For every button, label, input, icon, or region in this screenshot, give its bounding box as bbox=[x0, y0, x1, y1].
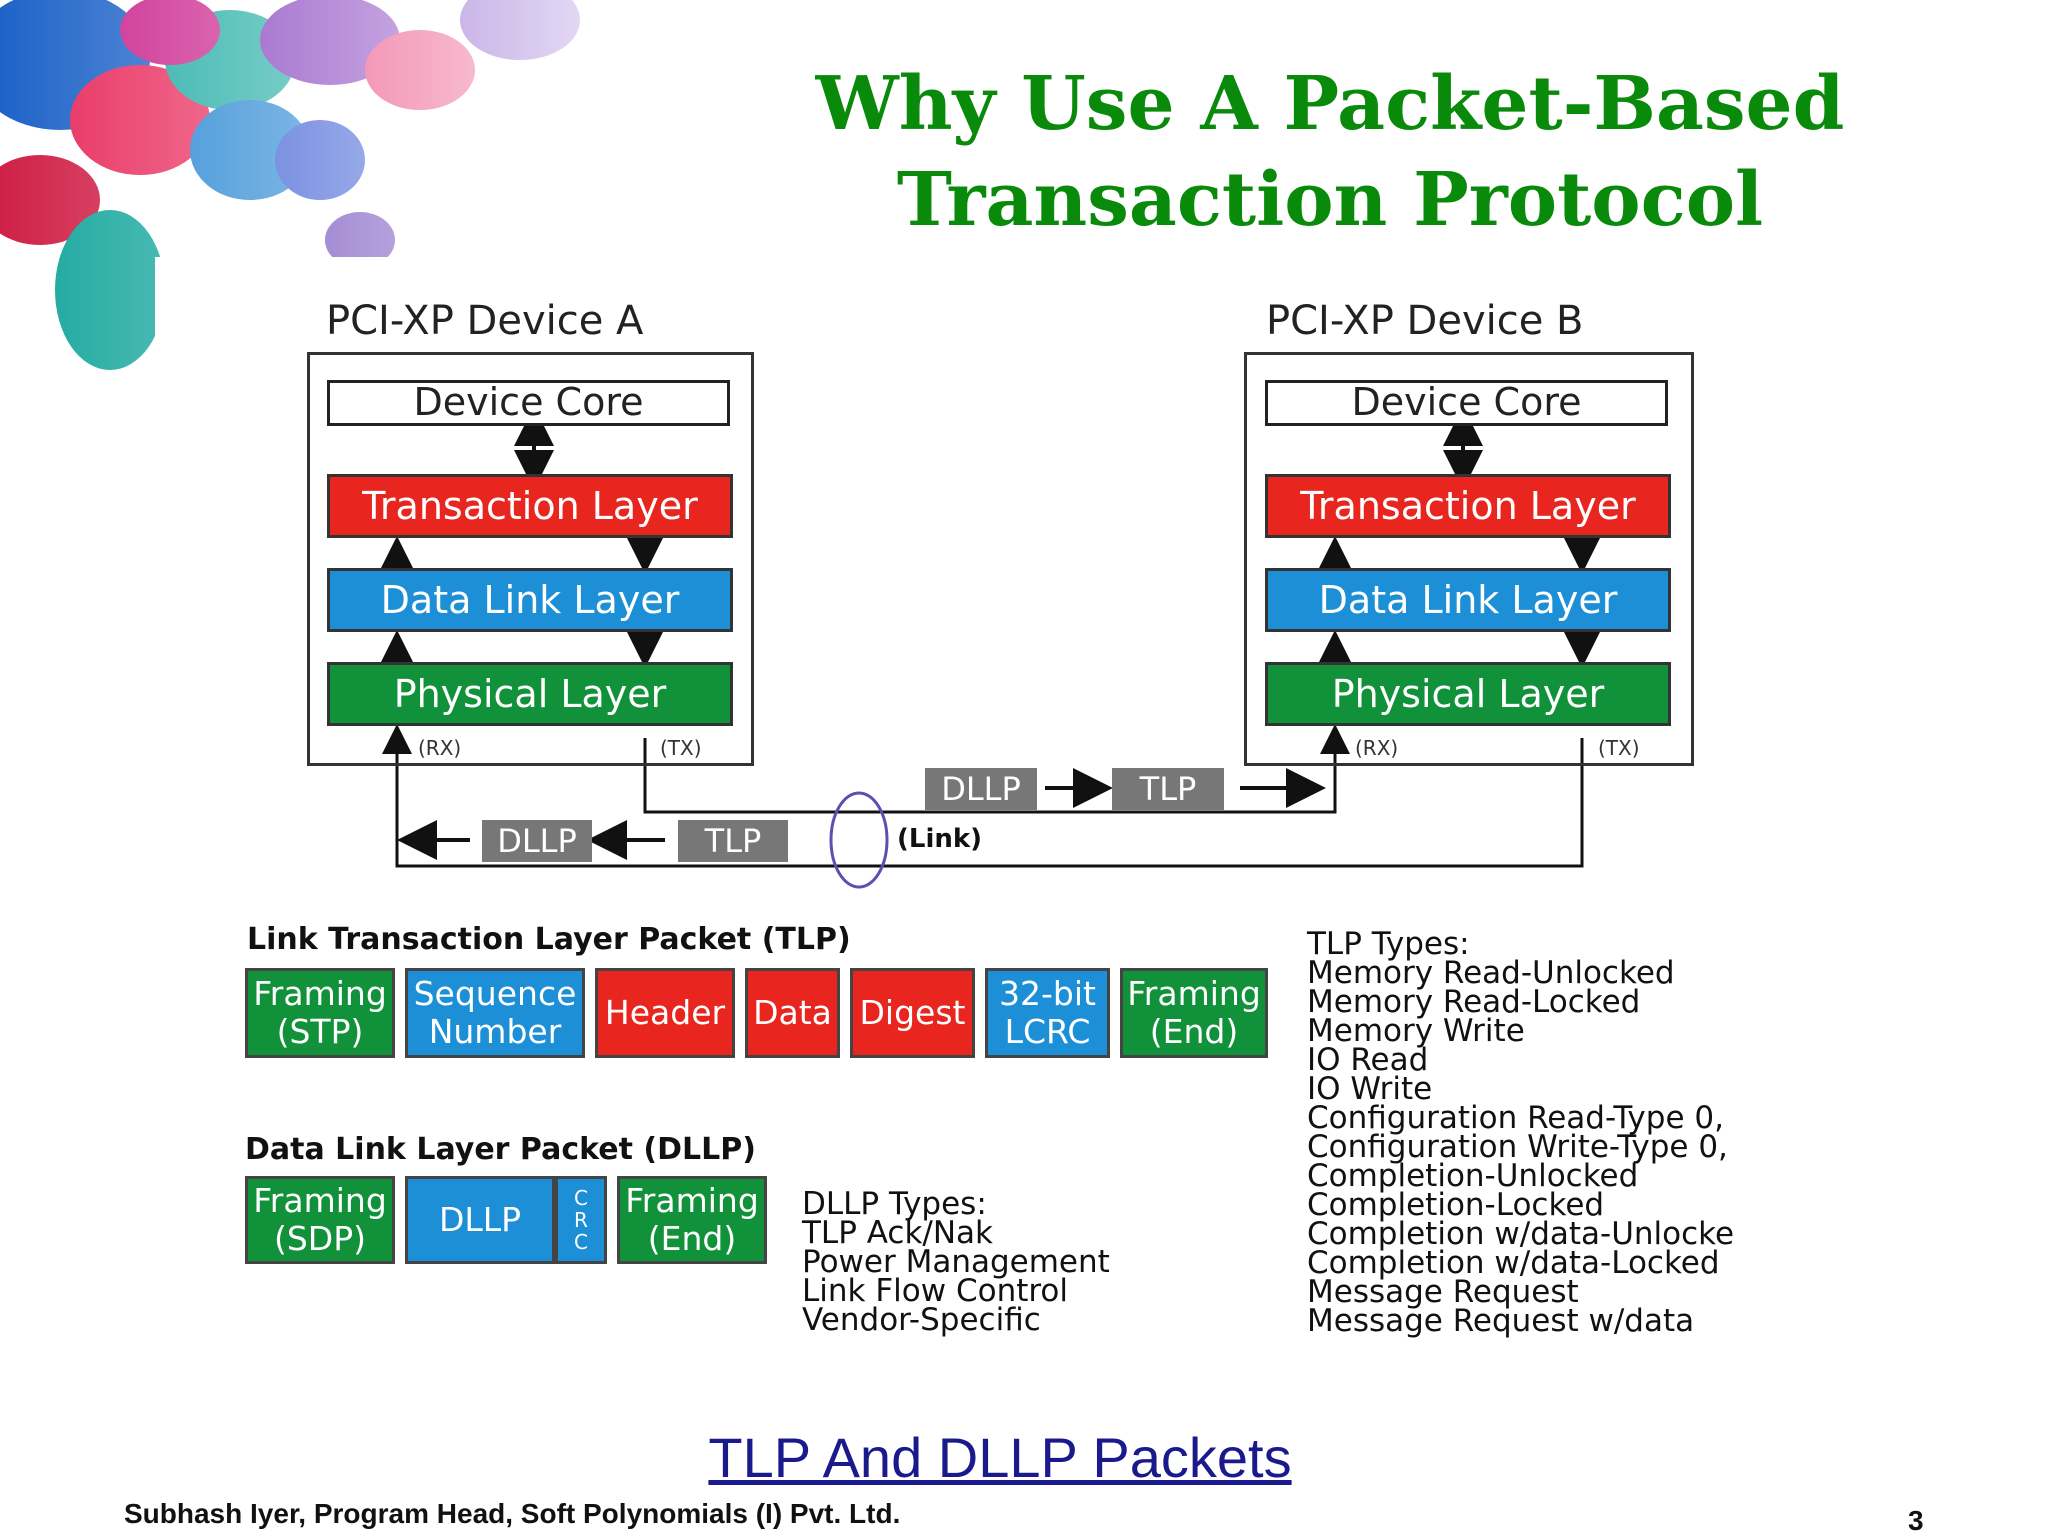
device-b-physical-layer: Physical Layer bbox=[1265, 662, 1671, 726]
device-a-physical-layer: Physical Layer bbox=[327, 662, 733, 726]
link-ellipse bbox=[829, 791, 889, 889]
dllp-types-list: DLLP Types: TLP Ack/Nak Power Management… bbox=[802, 1186, 1110, 1338]
page-number: 3 bbox=[1908, 1505, 1924, 1536]
device-a-title: PCI-XP Device A bbox=[326, 298, 644, 344]
link-b-tx-to-a-rx bbox=[382, 724, 1584, 868]
link-bottom-tlp: TLP bbox=[678, 820, 788, 862]
device-b-title: PCI-XP Device B bbox=[1266, 298, 1584, 344]
device-a-transaction-layer: Transaction Layer bbox=[327, 474, 733, 538]
device-a-core: Device Core bbox=[327, 380, 730, 426]
device-a-tx-label: (TX) bbox=[660, 736, 702, 760]
device-b-rx-label: (RX) bbox=[1355, 736, 1399, 760]
device-b-transaction-layer: Transaction Layer bbox=[1265, 474, 1671, 538]
link-bottom-dllp: DLLP bbox=[482, 820, 592, 862]
device-b-data-link-layer: Data Link Layer bbox=[1265, 568, 1671, 632]
tlp-types-list: TLP Types: Memory Read-Unlocked Memory R… bbox=[1307, 926, 1735, 1339]
tlp-type-item: Configuration Read-Type 0, bbox=[1307, 1100, 1724, 1136]
tlp-type-item: Memory Read-Unlocked bbox=[1307, 955, 1675, 991]
tlp-field-data: Data bbox=[745, 968, 840, 1058]
dllp-types-header: DLLP Types: bbox=[802, 1186, 987, 1222]
slide-title-line1: Why Use A Packet-Based bbox=[815, 61, 1845, 147]
tlp-field-framing-end: Framing(End) bbox=[1120, 968, 1268, 1058]
tlp-title: Link Transaction Layer Packet (TLP) bbox=[247, 922, 851, 957]
tlp-type-item: Completion-Unlocked bbox=[1307, 1158, 1639, 1194]
device-b-box bbox=[1244, 352, 1694, 766]
link-top-tlp: TLP bbox=[1112, 768, 1224, 810]
caption-link[interactable]: TLP And DLLP Packets bbox=[708, 1426, 1292, 1489]
dllp-type-item: Link Flow Control bbox=[802, 1273, 1069, 1309]
dllp-field-crc: C R C bbox=[555, 1176, 607, 1264]
dllp-title: Data Link Layer Packet (DLLP) bbox=[245, 1132, 756, 1167]
tlp-types-header: TLP Types: bbox=[1307, 926, 1470, 962]
dllp-field-framing-end: Framing(End) bbox=[617, 1176, 767, 1264]
device-a-rx-label: (RX) bbox=[418, 736, 462, 760]
device-a-box bbox=[307, 352, 754, 766]
tlp-type-item: IO Write bbox=[1307, 1071, 1433, 1107]
tlp-type-item: Completion w/data-Locked bbox=[1307, 1245, 1720, 1281]
tlp-type-item: Message Request w/data bbox=[1307, 1303, 1695, 1339]
dllp-type-item: TLP Ack/Nak bbox=[802, 1215, 993, 1251]
dllp-type-item: Vendor-Specific bbox=[802, 1302, 1041, 1338]
footer-text: Subhash Iyer, Program Head, Soft Polynom… bbox=[124, 1498, 901, 1529]
tlp-field-digest: Digest bbox=[850, 968, 975, 1058]
tlp-type-item: Message Request bbox=[1307, 1274, 1579, 1310]
tlp-type-item: IO Read bbox=[1307, 1042, 1429, 1078]
device-b-tx-label: (TX) bbox=[1598, 736, 1640, 760]
tlp-type-item: Memory Write bbox=[1307, 1013, 1525, 1049]
link-a-tx-to-b-rx bbox=[643, 724, 1350, 814]
dllp-field-framing-sdp: Framing(SDP) bbox=[245, 1176, 395, 1264]
device-a-data-link-layer: Data Link Layer bbox=[327, 568, 733, 632]
tlp-field-header: Header bbox=[595, 968, 735, 1058]
tlp-field-framing-stp: Framing(STP) bbox=[245, 968, 395, 1058]
dllp-field-dllp: DLLP bbox=[405, 1176, 555, 1264]
tlp-type-item: Memory Read-Locked bbox=[1307, 984, 1641, 1020]
link-top-dllp: DLLP bbox=[925, 768, 1037, 810]
device-b-core: Device Core bbox=[1265, 380, 1668, 426]
tlp-type-item: Completion w/data-Unlocke bbox=[1307, 1216, 1735, 1252]
slide-title-line2: Transaction Protocol bbox=[896, 157, 1764, 243]
tlp-type-item: Configuration Write-Type 0, bbox=[1307, 1129, 1728, 1165]
dllp-type-item: Power Management bbox=[802, 1244, 1110, 1280]
tlp-type-item: Completion-Locked bbox=[1307, 1187, 1605, 1223]
link-label: (Link) bbox=[897, 824, 983, 854]
